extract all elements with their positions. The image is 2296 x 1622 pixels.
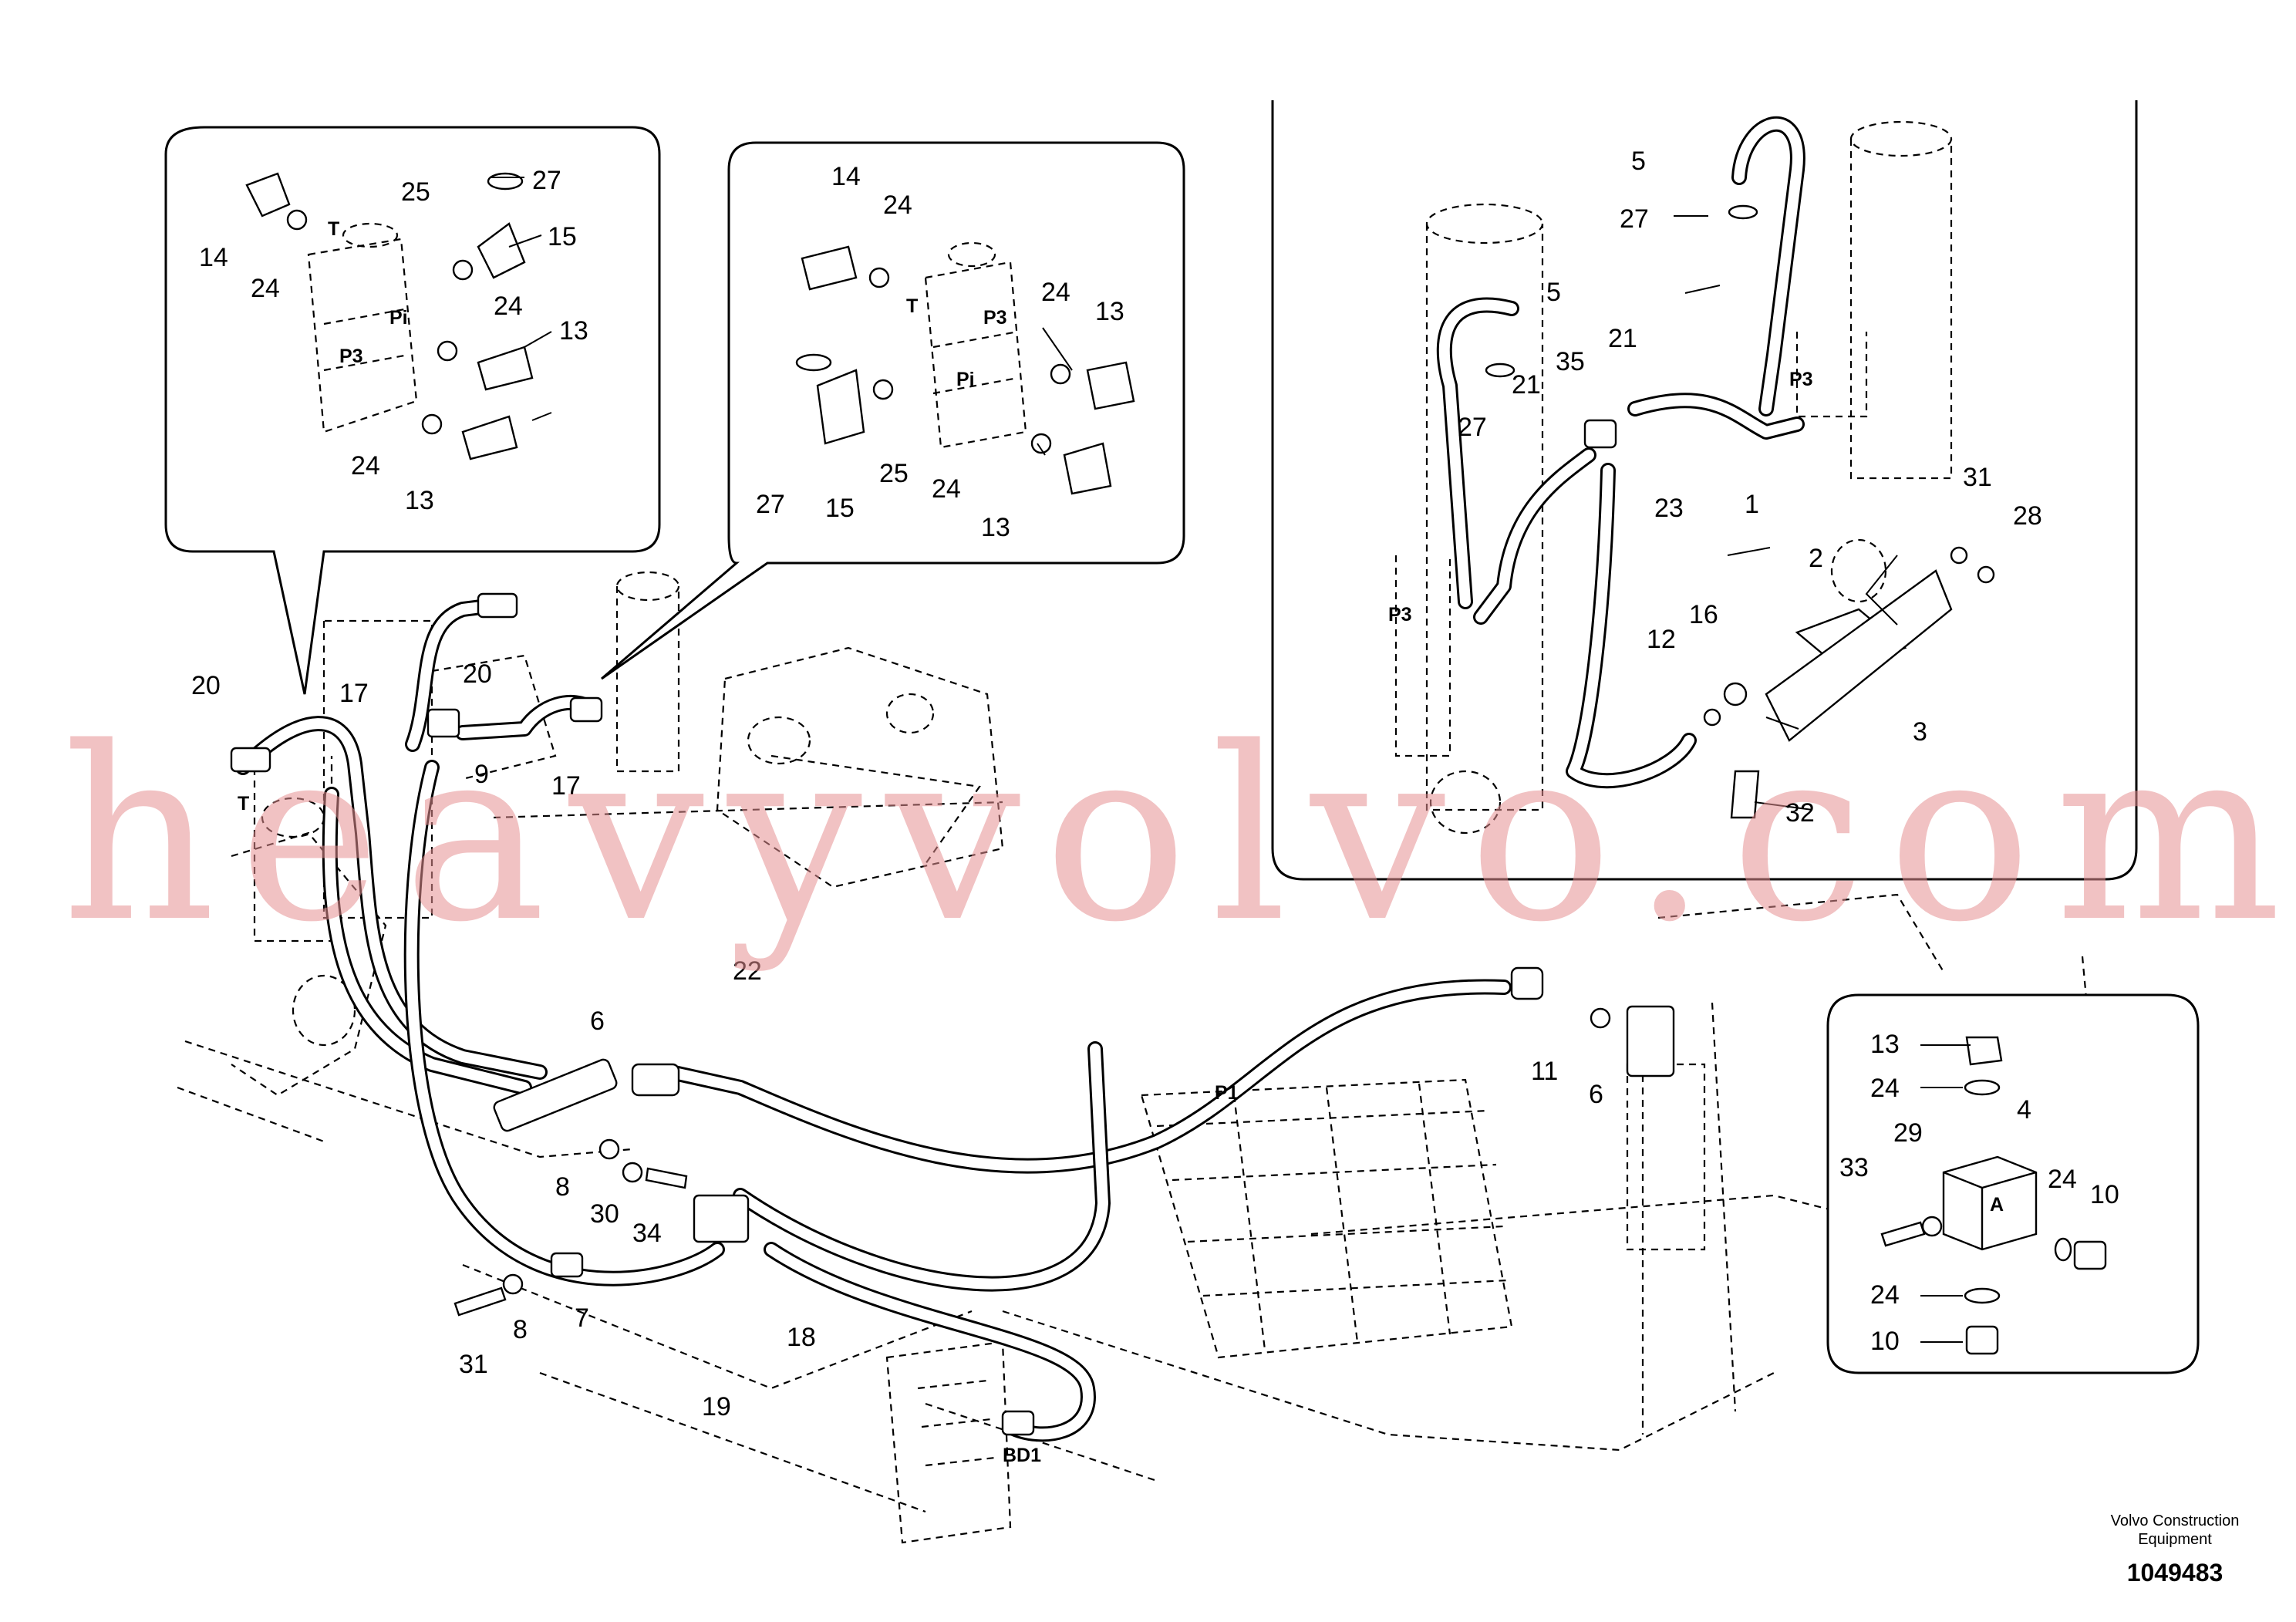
callout-13-d2a: 13	[1095, 297, 1124, 326]
callout-17-a: 17	[339, 679, 369, 708]
detail-frame-1	[164, 126, 661, 695]
callout-14-d1: 14	[199, 243, 228, 272]
callout-24-d4a: 24	[1870, 1074, 1900, 1103]
callout-23: 23	[1654, 494, 1684, 523]
callout-27-d3b: 27	[1458, 413, 1487, 442]
callout-16: 16	[1689, 600, 1718, 629]
callout-14-d2: 14	[831, 162, 861, 191]
company-name-line1: Volvo Construction	[2111, 1512, 2240, 1529]
callout-13-d1a: 13	[559, 316, 588, 346]
callout-29: 29	[1893, 1118, 1923, 1148]
callout-21-d3b: 21	[1512, 370, 1541, 400]
callout-4: 4	[2017, 1095, 2031, 1125]
callout-numbers: 14 24 25 27 15 24 13 24 13 14 24 24 13 2…	[191, 147, 2119, 1421]
machine-outline	[177, 571, 2122, 1544]
callout-19: 19	[702, 1392, 731, 1421]
callout-13-d1b: 13	[405, 486, 434, 515]
callout-24-d4c: 24	[1870, 1280, 1900, 1310]
callout-13-d4: 13	[1870, 1030, 1900, 1059]
callout-1: 1	[1745, 490, 1759, 519]
detail-frame-4	[1826, 993, 2200, 1374]
document-number: 1049483	[2127, 1559, 2224, 1587]
callout-24-d2c: 24	[932, 474, 961, 504]
callout-10-d4b: 10	[1870, 1327, 1900, 1356]
port-label-a-detail4: A	[1990, 1194, 2004, 1216]
callout-15-d1: 15	[548, 222, 577, 251]
callout-5-d3a: 5	[1631, 147, 1646, 176]
port-label-t: T	[238, 793, 249, 814]
port-label-bd1: BD1	[1003, 1445, 1041, 1466]
callout-30: 30	[590, 1199, 619, 1229]
callout-24-d4b: 24	[2048, 1165, 2077, 1194]
callout-8-a: 8	[555, 1172, 570, 1202]
callout-24-d1b: 24	[494, 292, 523, 321]
callout-35: 35	[1556, 347, 1585, 376]
company-name-line2: Equipment	[2138, 1531, 2212, 1548]
callout-20-a: 20	[191, 671, 221, 700]
port-label-p1: P1	[1215, 1082, 1239, 1104]
callout-20-b: 20	[463, 659, 492, 689]
callout-6-b: 6	[1589, 1080, 1603, 1109]
watermark: heavyvolvo.com	[62, 696, 2296, 975]
port-label-t-detail2: T	[906, 295, 918, 317]
callout-25-d2: 25	[879, 459, 909, 488]
callout-24-d2b: 24	[1041, 278, 1070, 307]
callout-13-d2b: 13	[981, 513, 1010, 542]
callout-24-d1a: 24	[251, 274, 280, 303]
callout-27-d2: 27	[756, 490, 785, 519]
leader-lines	[490, 177, 1971, 1343]
port-label-p3-detail1: P3	[339, 346, 363, 367]
callout-24-d1c: 24	[351, 451, 380, 481]
callout-10-d4a: 10	[2090, 1180, 2119, 1209]
title-block: Volvo Construction Equipment 1049483	[2111, 1512, 2240, 1587]
callout-31-main: 31	[459, 1350, 488, 1379]
callout-11: 11	[1531, 1057, 1558, 1086]
callout-21-d3a: 21	[1608, 324, 1637, 353]
callout-32: 32	[1785, 798, 1815, 828]
callout-22: 22	[733, 956, 762, 986]
port-label-p3-detail3a: P3	[1388, 604, 1412, 626]
callout-8-b: 8	[513, 1315, 528, 1344]
port-label-pi-detail1: Pi	[389, 307, 408, 329]
callout-3: 3	[1913, 717, 1927, 747]
callout-15-d2: 15	[825, 494, 855, 523]
callout-25-d1: 25	[401, 177, 430, 207]
main-hoses	[235, 598, 1512, 1442]
callout-17-b: 17	[551, 771, 581, 801]
detail-frame-3	[1271, 100, 2138, 881]
port-label-p3-detail3b: P3	[1789, 369, 1813, 390]
detail-frame-2	[601, 141, 1185, 680]
callout-6-a: 6	[590, 1007, 605, 1036]
callout-5-d3b: 5	[1546, 278, 1561, 307]
port-label-t-detail1: T	[328, 218, 339, 240]
callout-27-d3a: 27	[1620, 204, 1649, 234]
callout-9: 9	[474, 760, 489, 789]
callout-18: 18	[787, 1323, 816, 1352]
main-parts	[230, 592, 1675, 1436]
callout-33: 33	[1839, 1153, 1869, 1182]
callout-31-d3: 31	[1963, 463, 1992, 492]
callout-27-d1: 27	[532, 166, 561, 195]
callout-28: 28	[2013, 501, 2042, 531]
callout-2: 2	[1809, 544, 1823, 573]
callout-12: 12	[1647, 625, 1676, 654]
callout-34: 34	[632, 1219, 662, 1248]
port-label-p3-detail2: P3	[983, 307, 1007, 329]
port-label-pi-detail2: Pi	[956, 369, 975, 390]
callout-7: 7	[575, 1303, 589, 1333]
callout-24-d2a: 24	[883, 191, 912, 220]
